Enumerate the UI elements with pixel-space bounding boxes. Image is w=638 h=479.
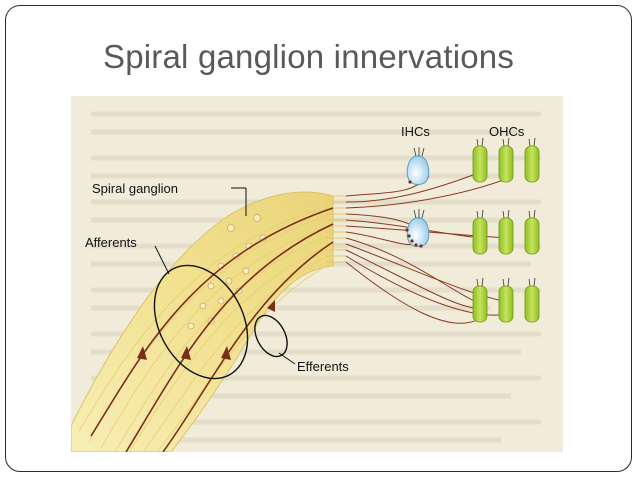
outer-hair-cells (473, 138, 539, 322)
innervation-diagram: IHCs OHCs Spiral ganglion Afferents Effe… (71, 96, 563, 452)
efferents-label: Efferents (297, 359, 349, 374)
ihcs-label: IHCs (401, 124, 430, 139)
ohc-row-3 (473, 286, 539, 322)
slide-title: Spiral ganglion innervations (103, 38, 514, 76)
afferents-label: Afferents (85, 235, 137, 250)
ohcs-label: OHCs (489, 124, 525, 139)
ihc-cell-1 (407, 156, 429, 185)
spiral-ganglion-label: Spiral ganglion (92, 181, 178, 196)
ohc-row-2 (473, 218, 539, 254)
ohc-row-1 (473, 146, 539, 182)
cochlear-innervation-figure: IHCs OHCs Spiral ganglion Afferents Effe… (71, 96, 563, 452)
ihc-cell-2 (407, 218, 429, 247)
